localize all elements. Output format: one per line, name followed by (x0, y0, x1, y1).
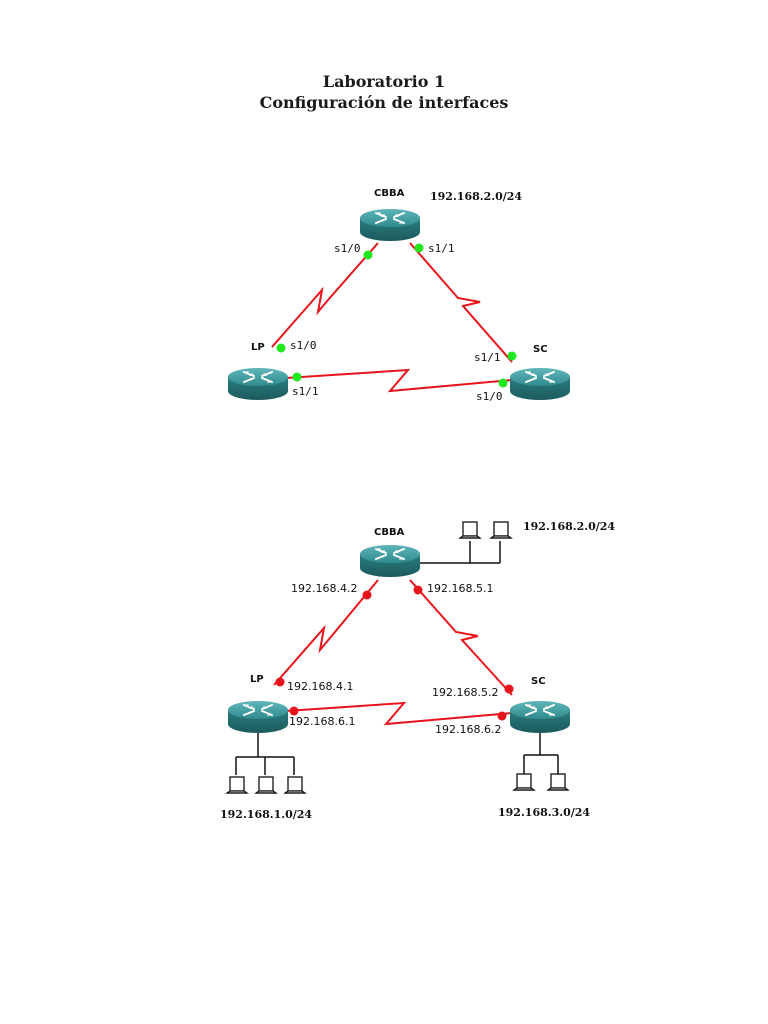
interface-label: s1/1 (474, 351, 501, 364)
interface-ip-label: 192.168.5.1 (427, 582, 493, 595)
router-label-cbba: CBBA (374, 527, 405, 538)
network-label: 192.168.2.0/24 (430, 190, 522, 203)
host-pc-icon[interactable] (226, 776, 248, 794)
router-cbba[interactable] (359, 208, 421, 242)
interface-dot (497, 711, 507, 721)
router-icon (359, 208, 421, 242)
interface-ip-label: 192.168.6.1 (289, 715, 355, 728)
router-icon (227, 367, 289, 401)
diagram-2: CBBA LP SC 192.168.2.0/24 192.168.1.0/24… (220, 520, 615, 821)
link-cbba-sc (409, 579, 513, 696)
interface-dot (498, 378, 508, 388)
interface-dot (289, 706, 299, 716)
interface-label: s1/0 (334, 242, 361, 255)
lan-label-sc: 192.168.3.0/24 (498, 806, 590, 819)
router-lp[interactable] (227, 367, 289, 401)
page-title: Laboratorio 1 (322, 72, 446, 91)
router-label-sc: SC (533, 344, 548, 355)
interface-ip-label: 192.168.4.1 (287, 680, 353, 693)
router-label-lp: LP (251, 342, 265, 353)
interface-dot (413, 585, 423, 595)
interface-dot (507, 351, 517, 361)
lan-lp (235, 728, 295, 775)
host-pc-icon[interactable] (513, 773, 535, 791)
link-lp-sc (285, 368, 513, 393)
link-cbba-lp (273, 579, 379, 686)
interface-dot (414, 243, 424, 253)
interface-label: s1/1 (292, 385, 319, 398)
interface-dot (363, 250, 373, 260)
interface-dot (292, 372, 302, 382)
interface-label: s1/0 (290, 339, 317, 352)
diagram-1: CBBA LP SC 192.168.2.0/24 s1/0 s1/1 s1/0… (227, 188, 571, 403)
host-pc-icon[interactable] (490, 521, 512, 539)
interface-dot (275, 677, 285, 687)
router-icon (509, 700, 571, 734)
router-label-lp: LP (250, 674, 264, 685)
router-icon (359, 544, 421, 578)
page-subtitle: Configuración de interfaces (259, 93, 509, 112)
interface-label: s1/0 (476, 390, 503, 403)
host-pc-icon[interactable] (255, 776, 277, 794)
link-lp-sc (285, 701, 513, 726)
router-icon (509, 367, 571, 401)
interface-ip-label: 192.168.4.2 (291, 582, 357, 595)
lan-label-cbba: 192.168.2.0/24 (523, 520, 615, 533)
lan-sc (523, 728, 559, 775)
link-cbba-sc (409, 242, 513, 363)
host-pc-icon[interactable] (284, 776, 306, 794)
interface-label: s1/1 (428, 242, 455, 255)
interface-ip-label: 192.168.6.2 (435, 723, 501, 736)
router-sc[interactable] (509, 700, 571, 734)
router-label-sc: SC (531, 676, 546, 687)
router-cbba[interactable] (359, 544, 421, 578)
interface-dot (504, 684, 514, 694)
router-icon (227, 700, 289, 734)
interface-ip-label: 192.168.5.2 (432, 686, 498, 699)
lan-cbba (420, 541, 501, 564)
router-lp[interactable] (227, 700, 289, 734)
host-pc-icon[interactable] (459, 521, 481, 539)
interface-dot (362, 590, 372, 600)
lan-label-lp: 192.168.1.0/24 (220, 808, 312, 821)
router-label-cbba: CBBA (374, 188, 405, 199)
link-cbba-lp (271, 242, 379, 348)
interface-dot (276, 343, 286, 353)
host-pc-icon[interactable] (547, 773, 569, 791)
router-sc[interactable] (509, 367, 571, 401)
